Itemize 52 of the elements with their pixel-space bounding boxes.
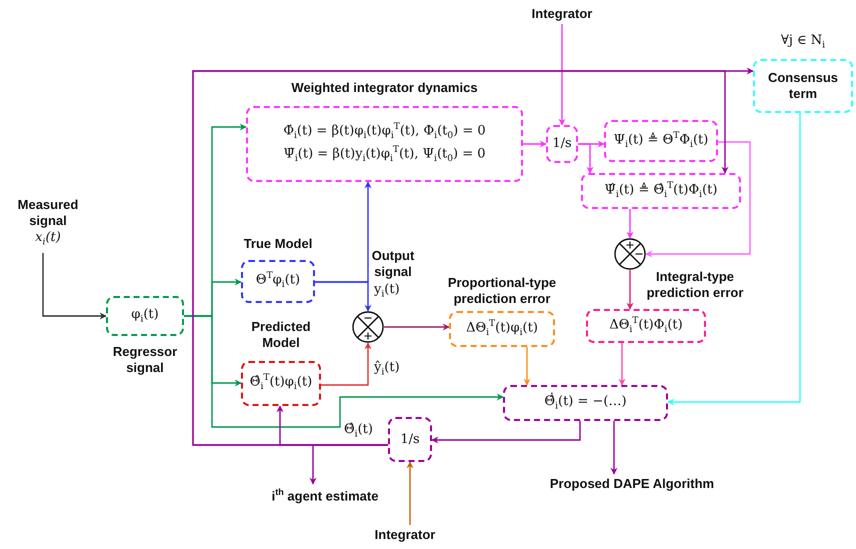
math-expression: Θ$^{T}$φ$_{i}$(t) — [256, 270, 300, 292]
block-title: Weighted integrator dynamics — [290, 80, 479, 96]
signal-symbol: Θ̂$_{i}$(t) — [344, 421, 374, 442]
connector-arrow — [618, 343, 626, 386]
process-box — [503, 385, 668, 421]
math-expression: ΔΘ$_{i}$$^{T}$(t)φ$_{i}$(t) — [466, 318, 538, 340]
math-expression: 1/s — [552, 135, 572, 154]
math-expression: 1/s — [400, 430, 420, 449]
connector-arrow — [321, 342, 372, 386]
connector-arrow — [406, 461, 414, 525]
process-box — [388, 417, 432, 462]
math-expression: Θ̂$_{i}$$^{T}$(t)φ$_{i}$(t) — [250, 372, 312, 394]
math-expression: Ψ̂$_{i}$(t) ≜ Θ̂$_{i}$$^{T}$(t)Φ$_{i}$(t) — [604, 180, 718, 202]
text-label: Consensus term — [766, 70, 840, 102]
signal-symbol: y$_{i}$(t) — [374, 281, 401, 302]
connector-arrow — [558, 24, 566, 126]
connector-arrow — [184, 315, 504, 428]
connector-arrow — [42, 253, 107, 320]
connector-arrow — [523, 140, 547, 148]
math-expression: φ$_{i}$(t) — [131, 306, 159, 326]
connector-arrow — [610, 421, 618, 475]
side-caption: Regressor signal — [112, 344, 178, 376]
signal-symbol: ŷ$_{i}$(t) — [374, 359, 401, 380]
text-label: Integrator — [374, 527, 436, 543]
summing-junction — [352, 311, 384, 343]
block-title: Integral-type prediction error — [646, 269, 744, 300]
process-box — [604, 120, 718, 162]
math-expression: ΔΘ$_{i}$$^{T}$(t)Φ$_{i}$(t) — [609, 314, 683, 337]
process-box — [581, 173, 741, 209]
connector-arrow — [645, 141, 751, 258]
connector-arrow — [315, 181, 372, 283]
math-expression: Φ̇$_{i}$(t) = β(t)φ$_{i}$(t)φ$_{i}$$^{T}$(t), Φ$_{i}$(t$_{0}$) = 0 — [283, 121, 486, 144]
connector-arrow — [384, 324, 450, 330]
summing-junction — [614, 238, 646, 270]
side-caption: ∀j ∈ N$_{i}$ — [780, 32, 826, 53]
block-title: Proportional-type prediction error — [446, 275, 558, 306]
math-expression: Ψ̇$_{i}$(t) = β(t)y$_{i}$(t)φ$_{i}$$^{T}$(t), Ψ$_{i}$(t$_{0}$) = 0 — [283, 144, 486, 166]
connector-arrow — [524, 347, 530, 386]
text-label: Proposed DAPE Algorithm — [550, 476, 714, 492]
connector-arrow — [626, 209, 634, 239]
connector-arrow — [667, 113, 801, 406]
process-box — [546, 125, 578, 163]
connector-arrow — [626, 270, 634, 310]
block-title: True Model — [242, 236, 314, 252]
math-expression: x$_{i}$(t) — [35, 229, 61, 250]
text-label: Integrator — [532, 6, 592, 22]
block-title: Predicted Model — [250, 319, 312, 350]
connector-arrow — [431, 421, 581, 444]
math-expression: Θ̂̇$_{i}$(t) = −(…) — [544, 392, 627, 414]
connector-arrow — [578, 143, 594, 174]
math-expression: Ψ$_{i}$(t) ≜ Θ$^{T}$Φ$_{i}$(t) — [614, 130, 708, 152]
text-label: i$^{th}$ agent estimate — [272, 486, 378, 504]
